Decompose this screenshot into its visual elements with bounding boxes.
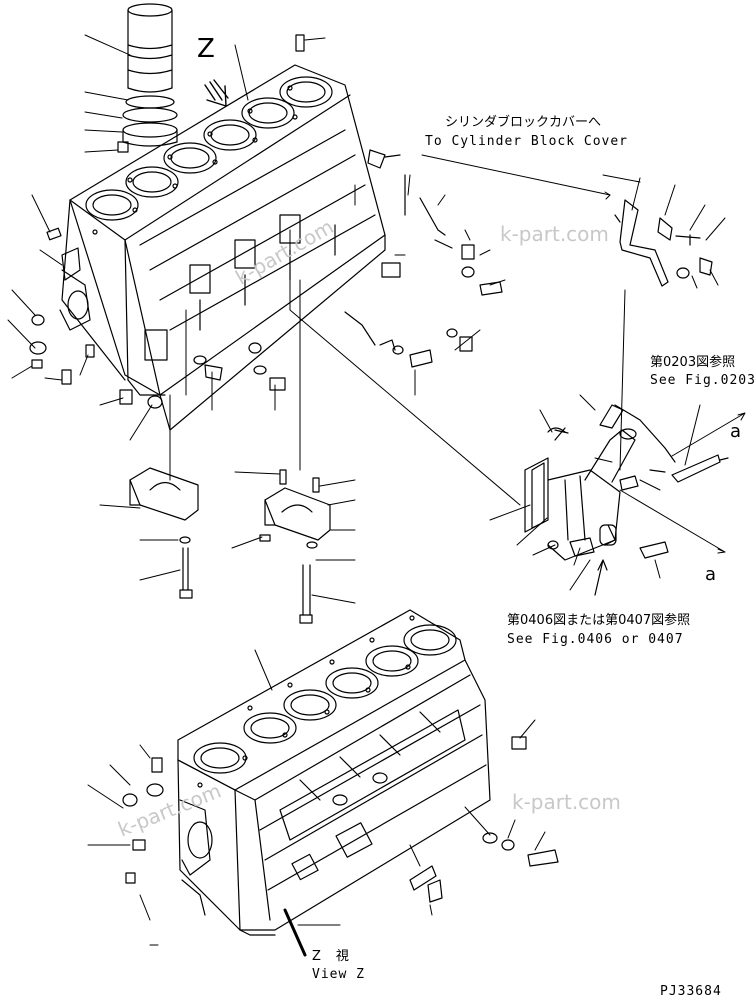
upper-cylinder-block [59,64,386,431]
fig-0203-bracket [671,454,729,483]
cylinder-liner [122,3,178,147]
leader-lines-bearing [99,471,356,604]
small-parts-lower-block [122,736,559,957]
view-marker-z: Z [197,34,216,64]
fig-ref-2-jp: 第0406図または第0407図参照 [507,613,691,628]
arrow-label-a-upper: a [730,421,743,442]
leader-lines-right-upper [421,154,726,471]
view-z-arrow [204,79,229,107]
main-bearing-cap-right [259,469,331,624]
leader-lines-right-lower [489,394,701,591]
arrow-to-a-upper [671,412,746,457]
small-parts-upper-left [29,34,305,409]
arrow-label-a-lower: a [705,564,718,585]
main-bearing-cap-left [129,467,199,599]
view-z-jp: Z 視 [312,949,350,964]
view-z-en: View Z [312,967,365,982]
cover-arrow [604,191,611,200]
leader-lines-upper-left [7,34,326,441]
fig-0406-pointer [594,559,608,596]
lower-cylinder-block [177,609,491,936]
leader-lines-upper-center [169,174,521,506]
upper-block-side-parts [193,149,503,391]
cover-ref-en: To Cylinder Block Cover [425,134,629,149]
arrow-to-a-lower [619,489,726,554]
watermark: k-part.com [512,790,621,814]
watermark: k-part.com [500,222,609,246]
fig-ref-2-en: See Fig.0406 or 0407 [507,632,684,647]
right-bracket-assembly [614,199,713,287]
leader-lines-lower [87,649,546,946]
fig-ref-1-en: See Fig.0203 [650,373,756,388]
cover-ref-jp: シリンダブロックカバーへ [445,115,602,130]
drawing-id: PJ33684 [660,984,722,999]
plate-pipe-assembly [524,404,676,561]
fig-ref-1-jp: 第0203図参照 [650,355,736,370]
